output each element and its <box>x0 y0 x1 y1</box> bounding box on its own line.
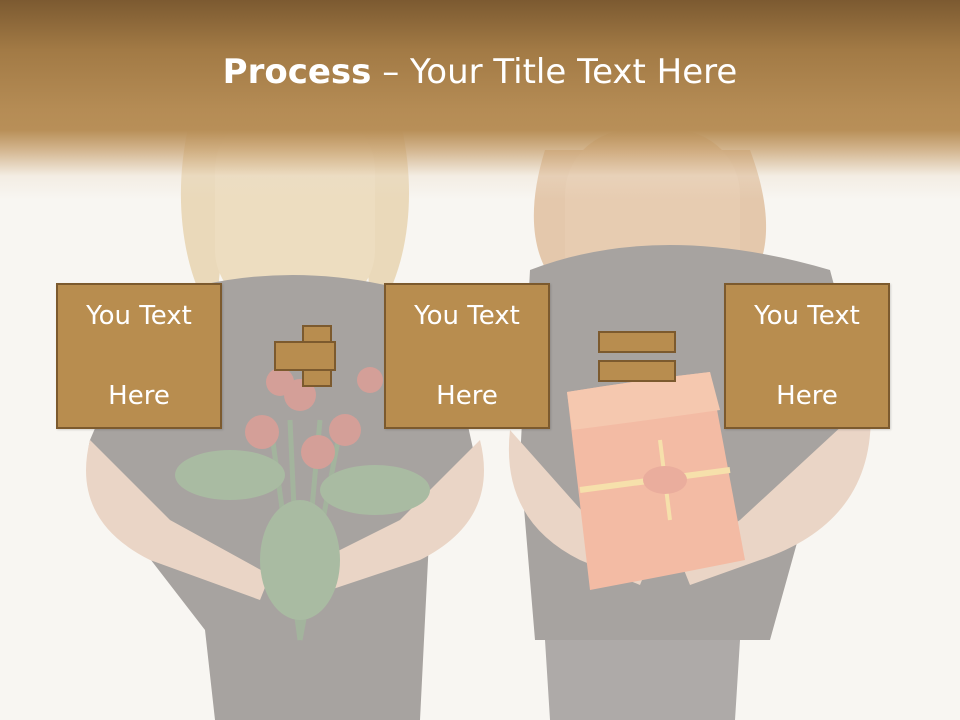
title-dash: – <box>371 52 411 92</box>
box-2-line-1: You Text <box>414 301 520 331</box>
box-2-line-2: Here <box>436 381 498 411</box>
title-bold: Process <box>222 52 372 92</box>
gift-box <box>567 372 745 590</box>
equals-icon <box>598 331 676 353</box>
title-rest: Your Title Text Here <box>410 52 738 92</box>
box-1-line-2: Here <box>108 381 170 411</box>
equals-icon-bottom-bar <box>598 360 676 382</box>
header-band <box>0 0 960 200</box>
box-3-line-1: You Text <box>754 301 860 331</box>
box-3-line-2: Here <box>776 381 838 411</box>
slide-title: Process – Your Title Text Here <box>0 52 960 92</box>
plus-icon-center <box>304 343 330 369</box>
rose-bouquet <box>175 367 430 641</box>
box-1-line-1: You Text <box>86 301 192 331</box>
